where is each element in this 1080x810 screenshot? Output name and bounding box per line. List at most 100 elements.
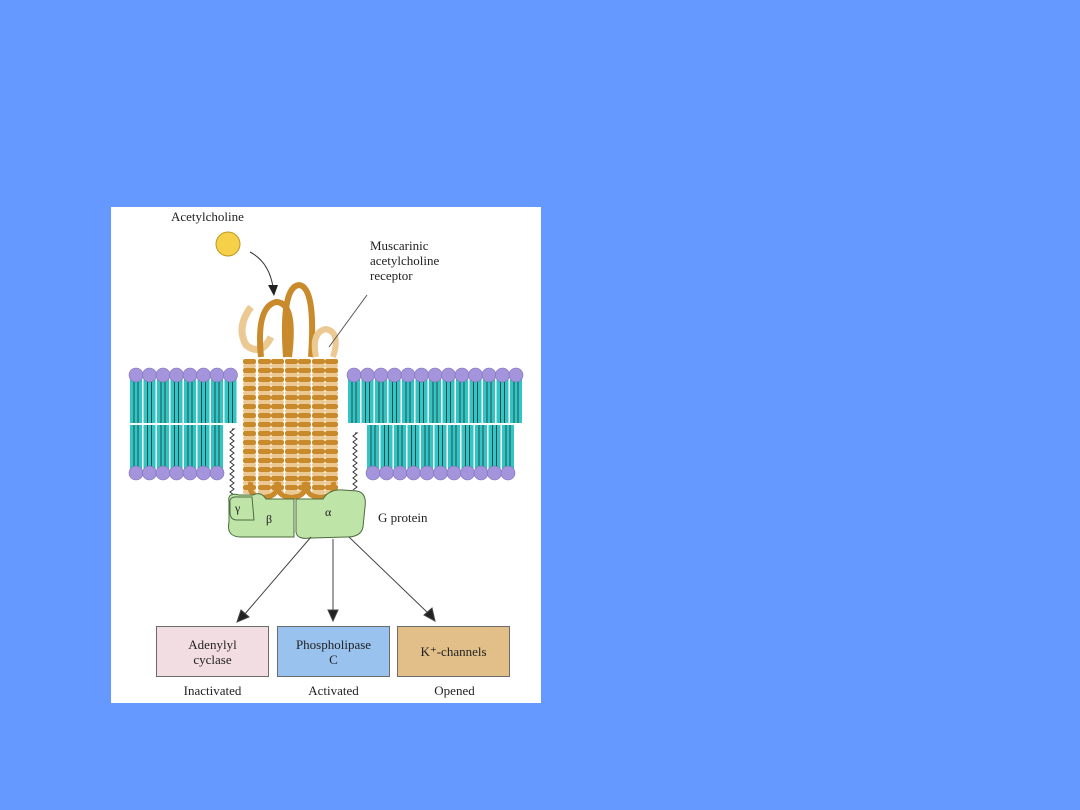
helix-turn <box>258 382 271 386</box>
helix-turn <box>312 490 325 494</box>
effector-name-line: C <box>329 651 338 667</box>
effector-name-line: K⁺-channels <box>420 644 487 659</box>
lipid-tail <box>157 377 169 423</box>
helix-turn <box>271 382 284 386</box>
g-protein <box>228 489 366 539</box>
lipid-head-outer <box>441 367 456 383</box>
helix-turn <box>312 440 325 445</box>
effector-arrows <box>236 536 436 623</box>
helix-turn <box>325 445 338 449</box>
helix-turn <box>243 368 256 373</box>
helix-turn <box>258 467 271 472</box>
lipid-tail <box>157 425 169 471</box>
lipid-head-outer <box>414 367 429 383</box>
helix-turn <box>258 454 271 458</box>
helix-turn <box>285 395 298 400</box>
lipid-tail <box>402 377 414 423</box>
lipid-head-inner <box>446 465 462 481</box>
lipid-head-outer <box>400 367 416 383</box>
arrowhead-adenylyl-cyclase <box>236 609 250 623</box>
helix-turn <box>271 400 284 404</box>
helix-turn <box>312 463 325 467</box>
effector-name-line: cyclase <box>193 651 232 667</box>
helix-turn <box>258 472 271 476</box>
helix-turn <box>312 431 325 436</box>
helix-turn <box>271 436 284 440</box>
helix-turn <box>258 445 271 449</box>
helix-turn <box>325 395 338 400</box>
helix-turn <box>258 436 271 440</box>
lipid-tail <box>407 425 420 471</box>
helix-turn <box>298 454 311 458</box>
effector-phospholipase-c: Phospholipase C <box>277 626 390 677</box>
receptor-label-line-3: receptor <box>370 268 413 283</box>
lipid-head-inner <box>419 465 435 481</box>
helix-turn <box>243 445 256 449</box>
helix-turn <box>298 431 311 436</box>
lipid-head-outer <box>169 367 184 383</box>
lipid-head-outer <box>427 367 443 383</box>
helix-turn <box>312 386 325 391</box>
helix-turn <box>285 400 298 404</box>
helix-turn <box>325 427 338 431</box>
effector-name-line: Adenylyl <box>188 636 237 652</box>
helix-turn <box>298 422 311 427</box>
lipid-head-inner <box>433 465 448 481</box>
lipid-tail <box>415 377 428 423</box>
lipid-head-inner <box>182 465 198 481</box>
helix-turn <box>271 386 284 391</box>
lipid-tail <box>502 425 514 471</box>
helix-turn <box>258 404 271 409</box>
helix-turn <box>258 431 271 436</box>
muscarinic-receptor-helices <box>238 281 339 500</box>
helix-turn <box>258 377 271 382</box>
lipid-tail <box>475 425 487 471</box>
helix-turn <box>285 476 298 481</box>
extracellular-loop <box>281 281 316 358</box>
lipid-head-inner <box>209 465 225 481</box>
helix-turn <box>285 413 298 418</box>
helix-turn <box>258 391 271 395</box>
helix-turn <box>325 431 338 436</box>
lipid-anchor-left <box>229 428 236 496</box>
helix-turn <box>285 472 298 476</box>
helix-turn <box>243 458 256 463</box>
arrow-to-k-channels <box>348 536 430 615</box>
helix-turn <box>312 454 325 458</box>
lipid-tail <box>483 377 495 423</box>
effector-name-line: Phospholipase <box>295 636 372 652</box>
helix-turn <box>312 481 325 485</box>
helix-turn <box>298 400 311 404</box>
helix-turn <box>271 364 284 368</box>
helix-turn <box>325 400 338 404</box>
helix-turn <box>243 463 256 467</box>
lipid-head-inner <box>460 465 475 481</box>
lipid-tail <box>456 377 468 423</box>
receptor-diagram <box>128 231 524 623</box>
lipid-tail <box>197 425 210 471</box>
helix-turn <box>285 449 298 454</box>
helix-turn <box>271 440 284 445</box>
lipid-head-outer <box>209 367 225 383</box>
helix-turn <box>312 458 325 463</box>
lipid-head-inner <box>487 465 502 481</box>
helix-turn <box>312 364 325 368</box>
k-channels-state: Opened <box>434 683 475 698</box>
lipid-head-outer <box>387 367 402 383</box>
lipid-tail <box>184 377 196 423</box>
helix-turn <box>258 386 271 391</box>
extracellular-loop <box>257 298 294 358</box>
lipid-head-outer <box>360 367 375 383</box>
helix-turn <box>258 449 271 454</box>
helix-turn <box>258 485 271 490</box>
helix-turn <box>243 400 256 404</box>
helix-turn <box>285 377 298 382</box>
helix-turn <box>258 476 271 481</box>
helix-turn <box>298 463 311 467</box>
lipid-tail <box>130 377 142 423</box>
helix-turn <box>312 404 325 409</box>
helix-turn <box>243 427 256 431</box>
helix-turn <box>285 422 298 427</box>
lipid-tail <box>461 425 474 471</box>
helix-turn <box>298 395 311 400</box>
